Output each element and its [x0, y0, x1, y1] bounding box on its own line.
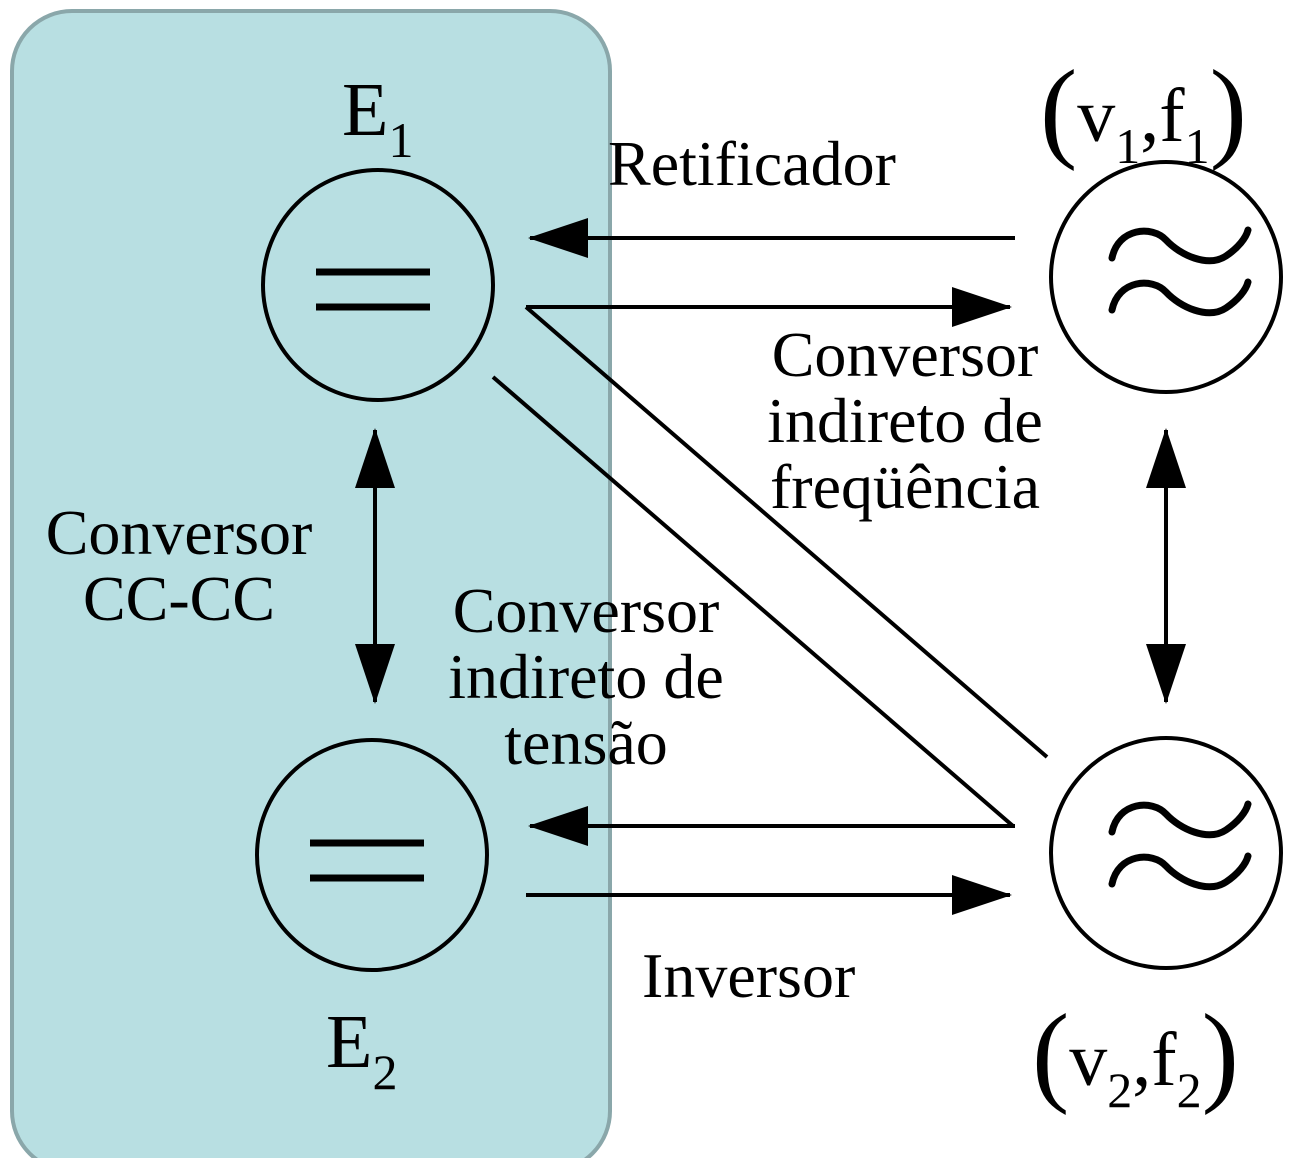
voltage-converter-label: Conversor indireto de tensão: [424, 578, 748, 776]
rectifier-label: Retificador: [608, 128, 896, 199]
dc-dc-converter-label: Conversor CC-CC: [20, 500, 338, 632]
e2-dc-source-icon: [255, 738, 489, 972]
dc-dc-converter-line-1: Conversor: [45, 497, 313, 568]
ac1-label: (v1,f1): [1040, 48, 1247, 174]
ac2-label: (v2,f2): [1032, 992, 1239, 1118]
ac1-ac-source-icon: [1049, 160, 1283, 394]
ac1-f-index: 1: [1184, 118, 1210, 174]
voltage-converter-diagonal: [491, 375, 1015, 828]
voltage-converter-line-1: Conversor: [452, 575, 720, 646]
e2-letter: E: [326, 1000, 373, 1084]
e2-label: E2: [326, 1000, 397, 1100]
frequency-converter-label: Conversor indireto de freqüência: [740, 322, 1070, 520]
ac2-v-index: 2: [1107, 1062, 1133, 1118]
inverter-label: Inversor: [642, 940, 856, 1011]
ac2-f-index: 2: [1176, 1062, 1202, 1118]
dc-dc-converter-line-2: CC-CC: [82, 563, 276, 634]
voltage-converter-line-2: indireto de: [448, 641, 724, 712]
e1-label: E1: [342, 68, 413, 168]
ac1-separator: ,: [1140, 74, 1160, 158]
dc-side-panel: [10, 9, 612, 1158]
voltage-converter-line-3: tensão: [504, 707, 668, 778]
ac1-open-paren: (: [1040, 48, 1078, 172]
e1-index: 1: [388, 112, 414, 168]
e1-letter: E: [342, 68, 389, 152]
ac2-open-paren: (: [1032, 992, 1070, 1116]
e1-dc-source-icon: [261, 168, 495, 402]
frequency-converter-line-1: Conversor: [771, 319, 1039, 390]
ac1-f: f: [1159, 74, 1185, 158]
frequency-converter-line-3: freqüência: [769, 451, 1041, 522]
ac2-f: f: [1151, 1018, 1177, 1102]
ac2-v: v: [1069, 1018, 1108, 1102]
ac1-v: v: [1077, 74, 1116, 158]
ac2-ac-source-icon: [1049, 736, 1283, 970]
frequency-converter-diagonal: [524, 305, 1049, 759]
frequency-converter-line-2: indireto de: [767, 385, 1043, 456]
ac1-v-index: 1: [1115, 118, 1141, 174]
ac1-close-paren: ): [1209, 48, 1247, 172]
e2-index: 2: [372, 1044, 398, 1100]
ac2-close-paren: ): [1201, 992, 1239, 1116]
ac2-separator: ,: [1132, 1018, 1152, 1102]
